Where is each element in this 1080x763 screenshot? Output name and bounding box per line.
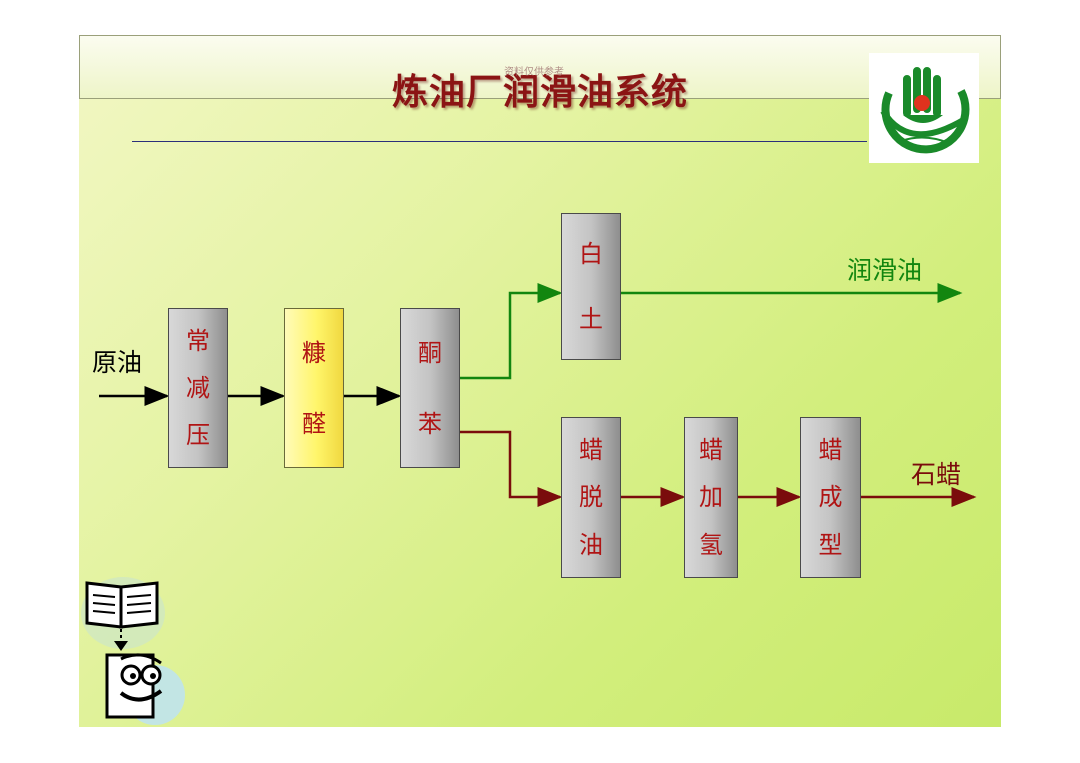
slide: 炼油厂润滑油系统 资料仅供参考 [79, 35, 1001, 727]
output-label-lube-oil: 润滑油 [847, 251, 922, 287]
box-atm-vac: 常 减 压 [168, 308, 228, 468]
box-char: 成 [819, 485, 843, 509]
box-furfural: 糠 醛 [284, 308, 344, 468]
box-char: 加 [699, 485, 723, 509]
book-reader-icon [81, 575, 191, 727]
box-char: 蜡 [699, 438, 723, 462]
box-char: 常 [186, 329, 210, 353]
box-clay: 白 土 [561, 213, 621, 360]
arrow-ketone-to-wax-deoiling [460, 432, 560, 497]
box-char: 酮 [418, 341, 442, 365]
box-char: 型 [819, 533, 843, 557]
box-wax-hydrogenation: 蜡 加 氢 [684, 417, 738, 578]
output-label-paraffin: 石蜡 [911, 455, 961, 491]
box-wax-forming: 蜡 成 型 [800, 417, 861, 578]
box-wax-deoiling: 蜡 脱 油 [561, 417, 621, 578]
box-char: 醛 [302, 412, 326, 436]
box-char: 油 [579, 533, 603, 557]
box-char: 蜡 [819, 438, 843, 462]
box-char: 苯 [418, 412, 442, 436]
input-label-crude-oil: 原油 [92, 343, 142, 379]
box-char: 土 [579, 307, 603, 331]
box-ketone-benzene: 酮 苯 [400, 308, 460, 468]
box-char: 蜡 [579, 438, 603, 462]
box-char: 白 [579, 242, 603, 266]
box-char: 压 [186, 423, 210, 447]
arrow-ketone-to-clay [460, 293, 560, 378]
box-char: 糠 [302, 341, 326, 365]
box-char: 脱 [579, 485, 603, 509]
box-char: 减 [186, 376, 210, 400]
box-char: 氢 [699, 533, 723, 557]
